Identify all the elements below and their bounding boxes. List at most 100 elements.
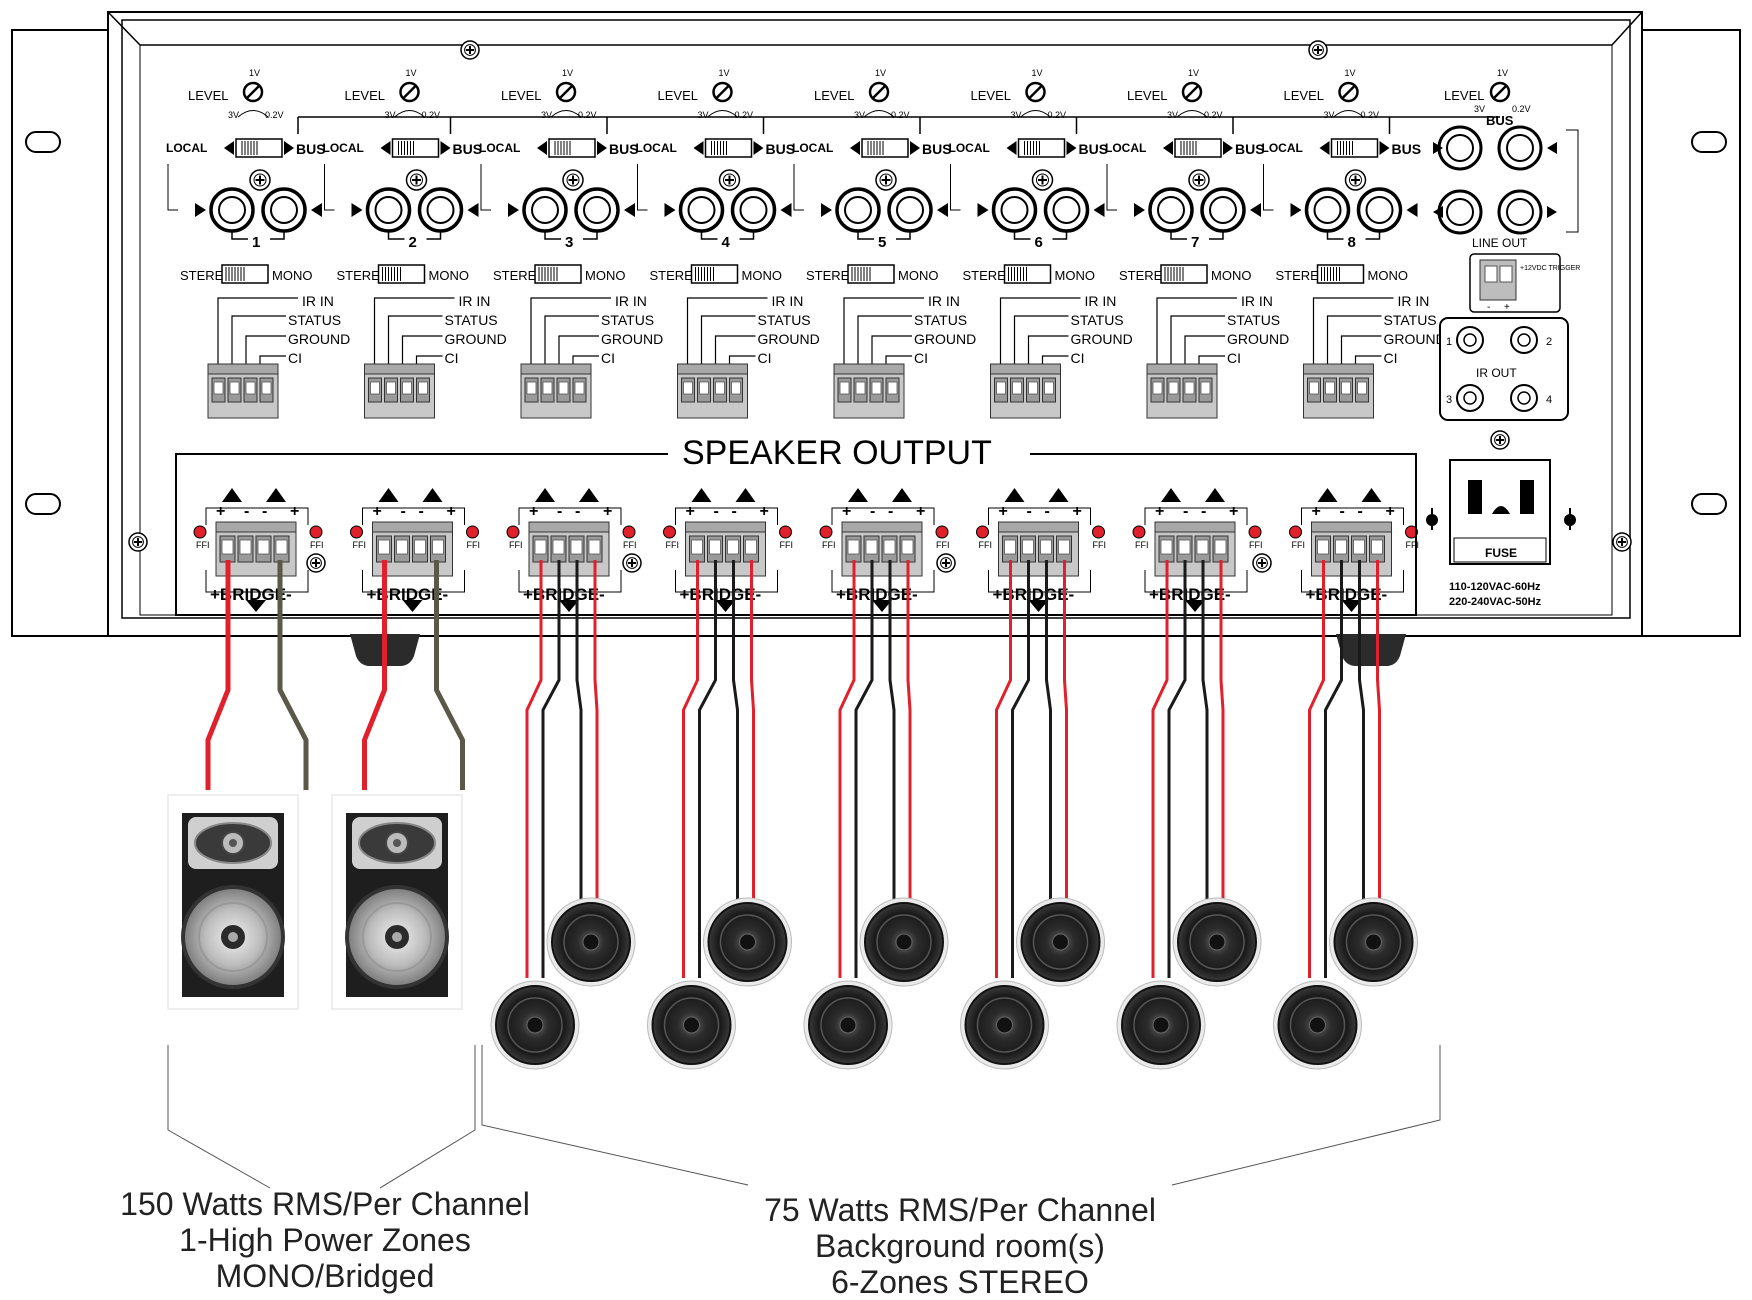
level-knob[interactable] (1181, 81, 1203, 103)
ci-label: CI (601, 350, 615, 366)
status-label: STATUS (914, 312, 967, 328)
control-terminal-block[interactable] (833, 363, 905, 419)
ffi-label: FFI (666, 540, 680, 550)
stereo-label: STEREO (1119, 268, 1172, 283)
speaker-terminal-block[interactable] (215, 521, 297, 577)
control-terminal-block[interactable] (207, 363, 279, 419)
polarity-label: + (760, 503, 769, 520)
rca-input-jacks[interactable] (1148, 187, 1246, 233)
polarity-label: - (1358, 503, 1363, 520)
bus-label: BUS (609, 141, 639, 157)
arrow-icon (1163, 141, 1173, 155)
ceiling-speaker-icon (960, 980, 1049, 1070)
volt-label: 3V (1167, 110, 1178, 120)
channel-letter: L (542, 495, 546, 502)
ffi-led-icon (622, 525, 636, 539)
speaker-wire (682, 560, 699, 978)
bus-label: BUS (453, 141, 483, 157)
level-knob[interactable] (399, 81, 420, 103)
speaker-wire (1358, 560, 1365, 900)
caption-line: MONO/Bridged (215, 1258, 435, 1294)
ir-port-label: 2 (1546, 336, 1552, 348)
bus-rca-jacks[interactable] (1437, 125, 1543, 235)
control-terminal-block[interactable] (1146, 363, 1218, 419)
arrow-icon (1093, 203, 1105, 217)
level-knob[interactable] (712, 81, 733, 103)
screw-icon (460, 40, 480, 60)
stereo-label: STEREO (963, 268, 1016, 283)
level-knob[interactable] (868, 81, 890, 103)
channel-letter: L (1325, 495, 1329, 502)
ir-out-jack[interactable] (1510, 326, 1538, 354)
control-terminal-block[interactable] (520, 363, 592, 419)
fuse-holder[interactable]: FUSE (1453, 537, 1547, 563)
channel-triangle-icon: L (691, 488, 712, 502)
rca-input-jacks[interactable] (522, 187, 620, 233)
rca-input-jacks[interactable] (678, 187, 777, 233)
rca-input-jacks[interactable] (1304, 187, 1403, 233)
trigger-connector[interactable]: +12VDC TRIGGER - + (1469, 253, 1580, 313)
local-label: LOCAL (949, 141, 990, 155)
channel-letter: L (229, 495, 233, 502)
bridge-label: +BRIDGE- (680, 585, 762, 604)
svg-text:LEVEL: LEVEL (1444, 88, 1484, 103)
control-terminal-block[interactable] (990, 363, 1061, 419)
control-terminal-block[interactable] (1303, 363, 1374, 419)
ffi-led-icon (976, 525, 989, 539)
volt-label: 1V (562, 68, 573, 78)
volt-label: 3V (854, 110, 865, 120)
screw-icon (1031, 169, 1054, 191)
ir-out-jack[interactable] (1456, 384, 1484, 412)
rca-input-jacks[interactable] (209, 187, 307, 233)
level-knob[interactable] (1338, 81, 1359, 103)
level-knob[interactable] (242, 81, 264, 103)
screw-icon (249, 169, 271, 191)
local-label: LOCAL (1262, 141, 1303, 155)
rca-input-jacks[interactable] (365, 187, 464, 233)
level-knob[interactable] (1025, 81, 1046, 103)
ground-label: GROUND (758, 331, 820, 347)
control-terminal-block[interactable] (364, 363, 435, 419)
control-terminal-block[interactable] (677, 363, 748, 419)
speaker-wire (593, 560, 599, 900)
polarity-label: + (1155, 503, 1164, 520)
level-label: LEVEL (971, 88, 1011, 103)
rca-input-jacks[interactable] (835, 187, 933, 233)
bus-level-knob[interactable] (1489, 81, 1511, 103)
arrow-icon (284, 141, 294, 155)
level-knob[interactable] (555, 81, 577, 103)
screw-icon (1252, 553, 1272, 573)
ir-out-jack[interactable] (1456, 326, 1484, 354)
power-socket[interactable] (1468, 480, 1534, 514)
ci-label: CI (758, 350, 772, 366)
polarity-label: - (419, 503, 424, 520)
volt-label: 0.2V (1204, 110, 1223, 120)
speaker-terminal-block[interactable] (372, 521, 453, 577)
screw-icon (936, 553, 956, 573)
speaker-wire (1219, 560, 1225, 900)
level-label: LEVEL (814, 88, 854, 103)
bridge-label: +BRIDGE- (1306, 585, 1388, 604)
ir-in-label: IR IN (459, 293, 491, 309)
ir-out-jack[interactable] (1510, 384, 1538, 412)
speaker-wire (854, 560, 874, 978)
